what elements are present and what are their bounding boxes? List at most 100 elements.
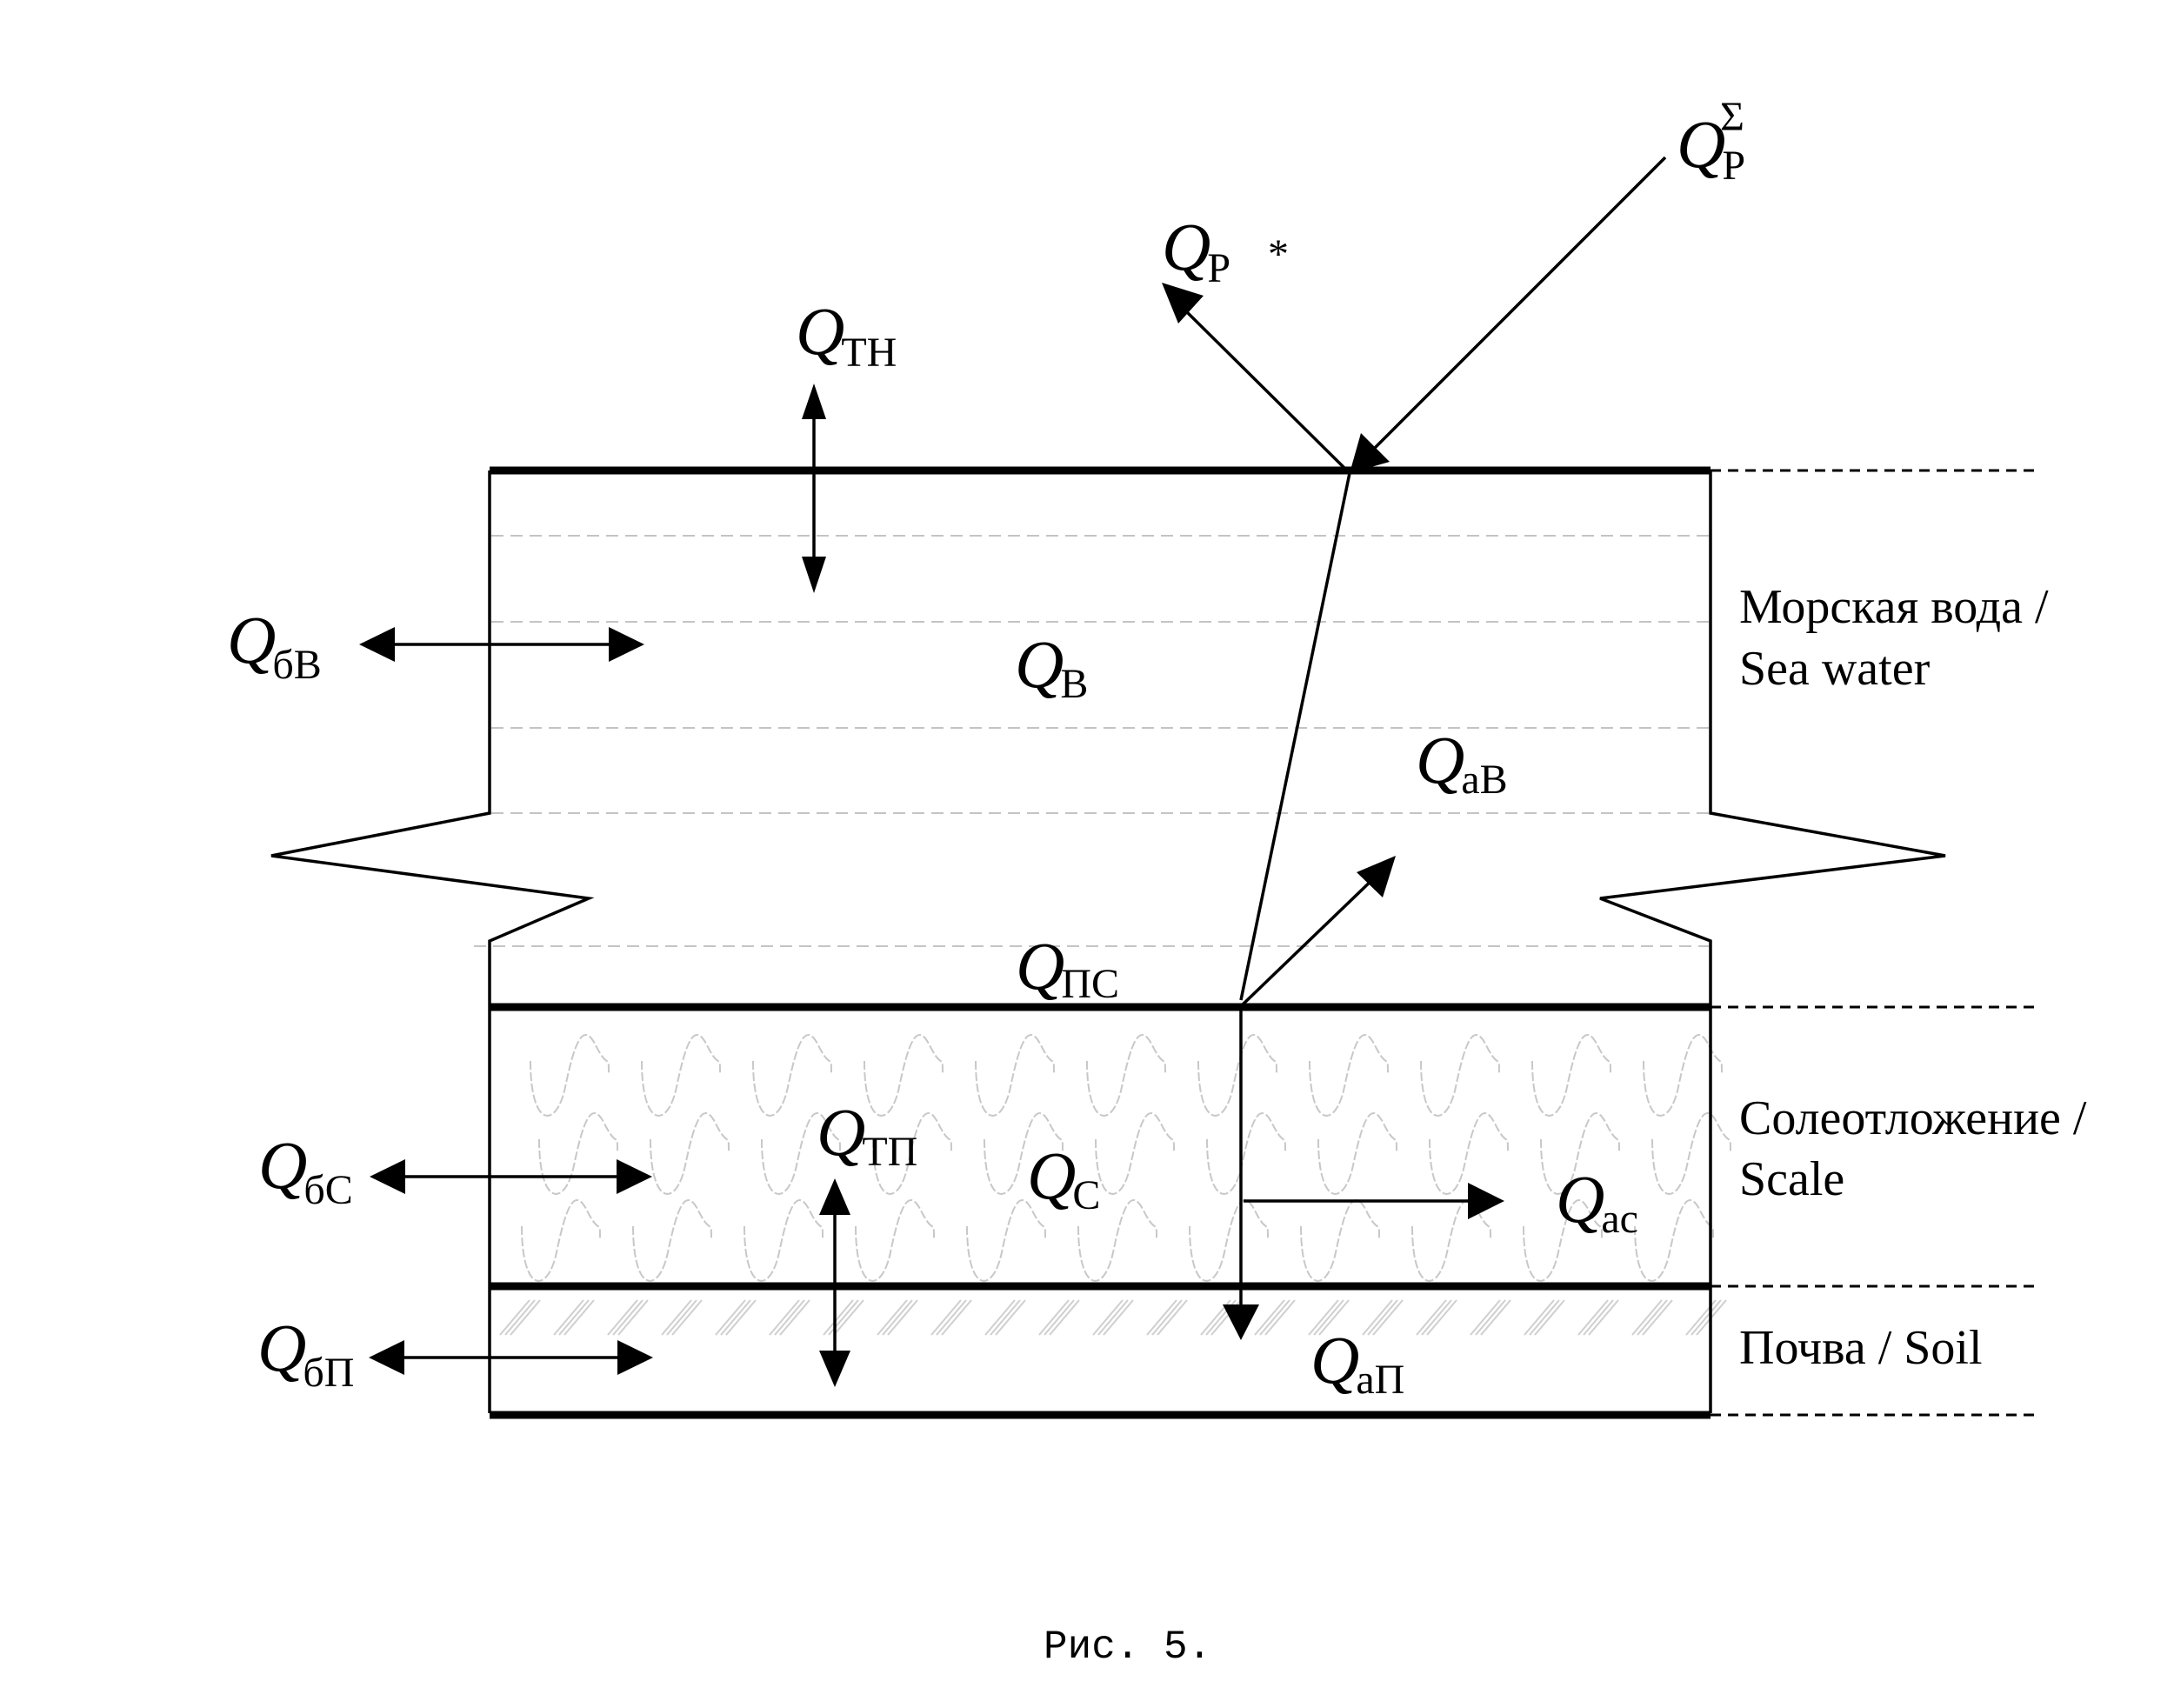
soil-hatch [984,1299,1016,1336]
soil-hatch [1264,1299,1296,1336]
scale-wave [1197,1033,1277,1117]
layer-label-soil: Почва / Soil [1739,1321,1983,1375]
scale-wave [1206,1111,1286,1195]
q-as-arrow [1244,1183,1504,1219]
soil-hatch [1637,1299,1668,1336]
q-ap-arrow [1223,1006,1259,1340]
scale-wave [864,1033,944,1117]
scale-wave [538,1111,618,1195]
scale-wave [1411,1198,1491,1282]
q-bp-double-arrow [369,1340,653,1375]
soil-hatch [558,1299,590,1336]
label-q-tp: QТП [817,1094,917,1175]
scale-wave [1309,1033,1389,1117]
soil-hatch [1362,1299,1393,1336]
scale-wave [1531,1033,1611,1117]
soil-hatch-pattern [499,1299,1727,1336]
scale-wave [984,1111,1064,1195]
scale-wave [1095,1111,1175,1195]
scale-wave [966,1198,1046,1282]
scale-wave [530,1033,610,1117]
reflected-radiation-arrow [1162,283,1351,475]
scale-wave [1429,1111,1509,1195]
layer-label-scale-line2: Scale [1739,1152,1844,1206]
scale-wave [1317,1111,1397,1195]
soil-hatch [1426,1299,1457,1336]
q-av-arrow [1239,856,1396,1008]
scale-wave [521,1198,601,1282]
soil-hatch [1416,1299,1447,1336]
soil-hatch [1254,1299,1285,1336]
soil-hatch [1097,1299,1129,1336]
incident-radiation-arrow [1350,156,1667,473]
label-q-p-sigma-sup: Σ [1720,94,1744,140]
label-q-bp: QбП [257,1310,354,1396]
soil-hatch [617,1299,649,1336]
soil-hatch [1313,1299,1344,1336]
soil-hatch [1529,1299,1560,1336]
soil-hatch [882,1299,913,1336]
soil-hatch [828,1299,859,1336]
q-tp-double-arrow [819,1178,850,1387]
soil-hatch [1524,1299,1555,1336]
label-q-tn: QTH [796,293,897,376]
soil-hatch [725,1299,757,1336]
scale-wave [855,1198,935,1282]
soil-hatch [1421,1299,1452,1336]
soil-hatch [1475,1299,1506,1336]
water-layer-right-boundary [1599,470,1946,1413]
soil-hatch [607,1299,638,1336]
scale-wave [1077,1198,1157,1282]
soil-hatch [877,1299,908,1336]
layer-label-water-line2: Sea water [1739,642,1931,696]
soil-hatch [499,1299,530,1336]
water-strata-lines [474,535,1709,947]
q-bv-double-arrow [359,627,644,662]
label-q-p-sigma: QP [1677,106,1745,189]
scale-wave [761,1111,841,1195]
scale-wave [752,1033,832,1117]
soil-hatch [1044,1299,1075,1336]
scale-wave [744,1198,824,1282]
scale-wave [872,1111,952,1195]
soil-hatch [774,1299,805,1336]
soil-hatch [1308,1299,1339,1336]
scale-wave [975,1033,1055,1117]
soil-hatch [1038,1299,1070,1336]
soil-hatch [1151,1299,1183,1336]
scale-wave-pattern [521,1033,1731,1282]
layer-label-water-line1: Морская вода / [1739,580,2049,634]
soil-hatch [769,1299,800,1336]
scale-wave [1523,1198,1603,1282]
layer-guide-lines [1711,469,2035,1417]
soil-hatch [612,1299,644,1336]
scale-wave [1634,1198,1714,1282]
layer-label-scale-line1: Солеотложение / [1739,1091,2087,1145]
scale-wave [1420,1033,1500,1117]
soil-hatch [1157,1299,1188,1336]
soil-hatch [995,1299,1026,1336]
soil-hatch [671,1299,703,1336]
soil-hatch [661,1299,692,1336]
soil-hatch [1103,1299,1134,1336]
soil-hatch [553,1299,584,1336]
soil-hatch [1631,1299,1663,1336]
scale-wave [1300,1198,1380,1282]
soil-hatch [930,1299,962,1336]
label-q-p-reflected: QP [1162,209,1230,291]
scale-wave [632,1198,712,1282]
figure-caption: Рис. 5. [1044,1625,1211,1670]
label-q-bv: QбВ [227,602,322,688]
soil-hatch [1534,1299,1565,1336]
soil-hatch [1642,1299,1673,1336]
label-q-ap: QаП [1310,1322,1404,1403]
soil-hatch [833,1299,864,1336]
soil-hatch [510,1299,541,1336]
soil-hatch [823,1299,854,1336]
soil-hatch [887,1299,918,1336]
soil-hatch [990,1299,1021,1336]
scale-wave [1540,1111,1620,1195]
soil-hatch [779,1299,810,1336]
soil-hatch [1146,1299,1177,1336]
label-q-bs: QбС [258,1127,353,1213]
